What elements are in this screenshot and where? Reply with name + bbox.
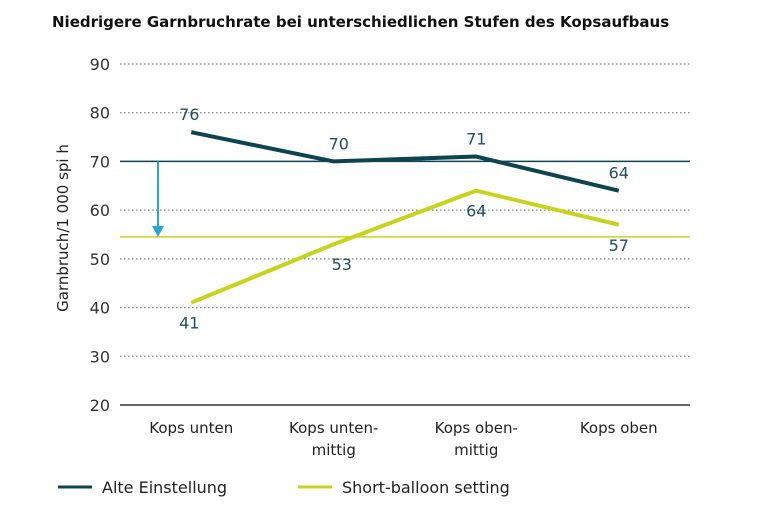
x-category-0-line-0: Kops unten xyxy=(149,419,233,437)
y-axis-label: Garnbruch/1 000 spi h xyxy=(54,144,72,312)
data-label-s0-1: 70 xyxy=(329,134,349,153)
y-tick-70: 70 xyxy=(90,152,110,171)
y-tick-30: 30 xyxy=(90,347,110,366)
data-label-s0-3: 64 xyxy=(609,164,629,183)
arrow-head xyxy=(152,225,164,237)
series-lines xyxy=(190,130,620,305)
legend-label-0: Alte Einstellung xyxy=(102,478,227,497)
grid-layer xyxy=(120,63,690,406)
data-label-s1-2: 64 xyxy=(466,202,486,221)
reference-lines xyxy=(120,160,690,238)
reduction-arrow xyxy=(152,161,164,237)
series-line-1 xyxy=(190,188,620,305)
x-category-2-line-1: mittig xyxy=(454,441,498,459)
x-category-2-line-0: Kops oben- xyxy=(435,419,518,437)
legend-label-1: Short-balloon setting xyxy=(342,478,510,497)
y-tick-60: 60 xyxy=(90,201,110,220)
y-tick-80: 80 xyxy=(90,104,110,123)
x-category-1-line-0: Kops unten- xyxy=(289,419,378,437)
x-category-1-line-1: mittig xyxy=(312,441,356,459)
y-tick-50: 50 xyxy=(90,250,110,269)
data-label-s0-2: 71 xyxy=(466,130,486,149)
y-tick-90: 90 xyxy=(90,55,110,74)
y-tick-20: 20 xyxy=(90,396,110,415)
x-category-3-line-0: Kops oben xyxy=(580,419,658,437)
chart-title: Niedrigere Garnbruchrate bei unterschied… xyxy=(52,13,669,31)
data-label-s1-0: 41 xyxy=(179,314,199,333)
y-tick-40: 40 xyxy=(90,299,110,318)
data-label-s1-1: 53 xyxy=(332,255,352,274)
data-label-s0-0: 76 xyxy=(179,105,199,124)
data-label-s1-3: 57 xyxy=(609,236,629,255)
data-labels: 76 70 71 64 41 53 64 57 xyxy=(179,105,629,333)
series-line-0 xyxy=(190,130,620,193)
legend: Alte Einstellung Short-balloon setting xyxy=(58,478,510,497)
x-category-labels: Kops unten Kops unten-mittig Kops oben-mit… xyxy=(149,419,657,459)
y-tick-labels: 20 30 40 50 60 70 80 90 xyxy=(90,55,110,415)
